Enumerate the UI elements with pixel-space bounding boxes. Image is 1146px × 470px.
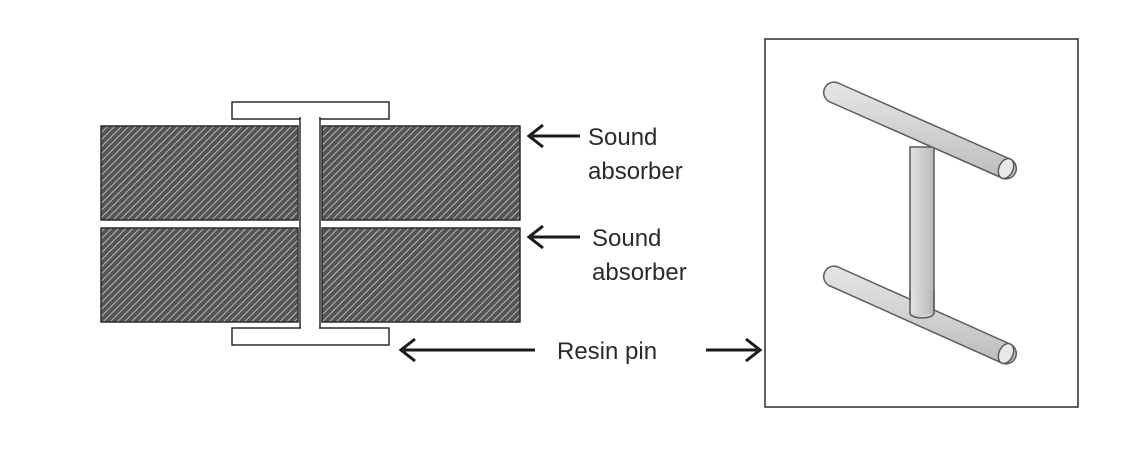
upper-absorber-label-line1: Sound	[588, 124, 657, 151]
resin-pin-3d-panel	[764, 38, 1079, 408]
lower-absorber-label-line1: Sound	[592, 225, 661, 252]
lower-absorber-left	[100, 227, 299, 323]
arrow-to-pin-3d	[706, 337, 763, 363]
upper-absorber-layer	[100, 125, 521, 221]
arrow-to-lower-absorber	[526, 224, 580, 250]
arrow-to-upper-absorber	[526, 123, 580, 149]
cross-section	[100, 101, 521, 346]
lower-absorber-right	[321, 227, 521, 323]
pin-3d-shaft-joint	[909, 290, 935, 319]
upper-absorber-label-line2: absorber	[588, 158, 683, 185]
resin-pin-section	[231, 101, 390, 346]
pin-bottom-flange	[231, 327, 390, 346]
pin-top-flange	[231, 101, 390, 120]
pin-3d-top-rod	[822, 81, 1018, 180]
upper-absorber-left	[100, 125, 299, 221]
resin-pin-label: Resin pin	[557, 338, 657, 365]
pin-shaft	[299, 117, 321, 330]
arrow-to-pin-section	[398, 337, 535, 363]
lower-absorber-layer	[100, 227, 521, 323]
pin-3d-bottom-rod	[822, 265, 1018, 365]
upper-absorber-right	[321, 125, 521, 221]
lower-absorber-label-line2: absorber	[592, 259, 687, 286]
